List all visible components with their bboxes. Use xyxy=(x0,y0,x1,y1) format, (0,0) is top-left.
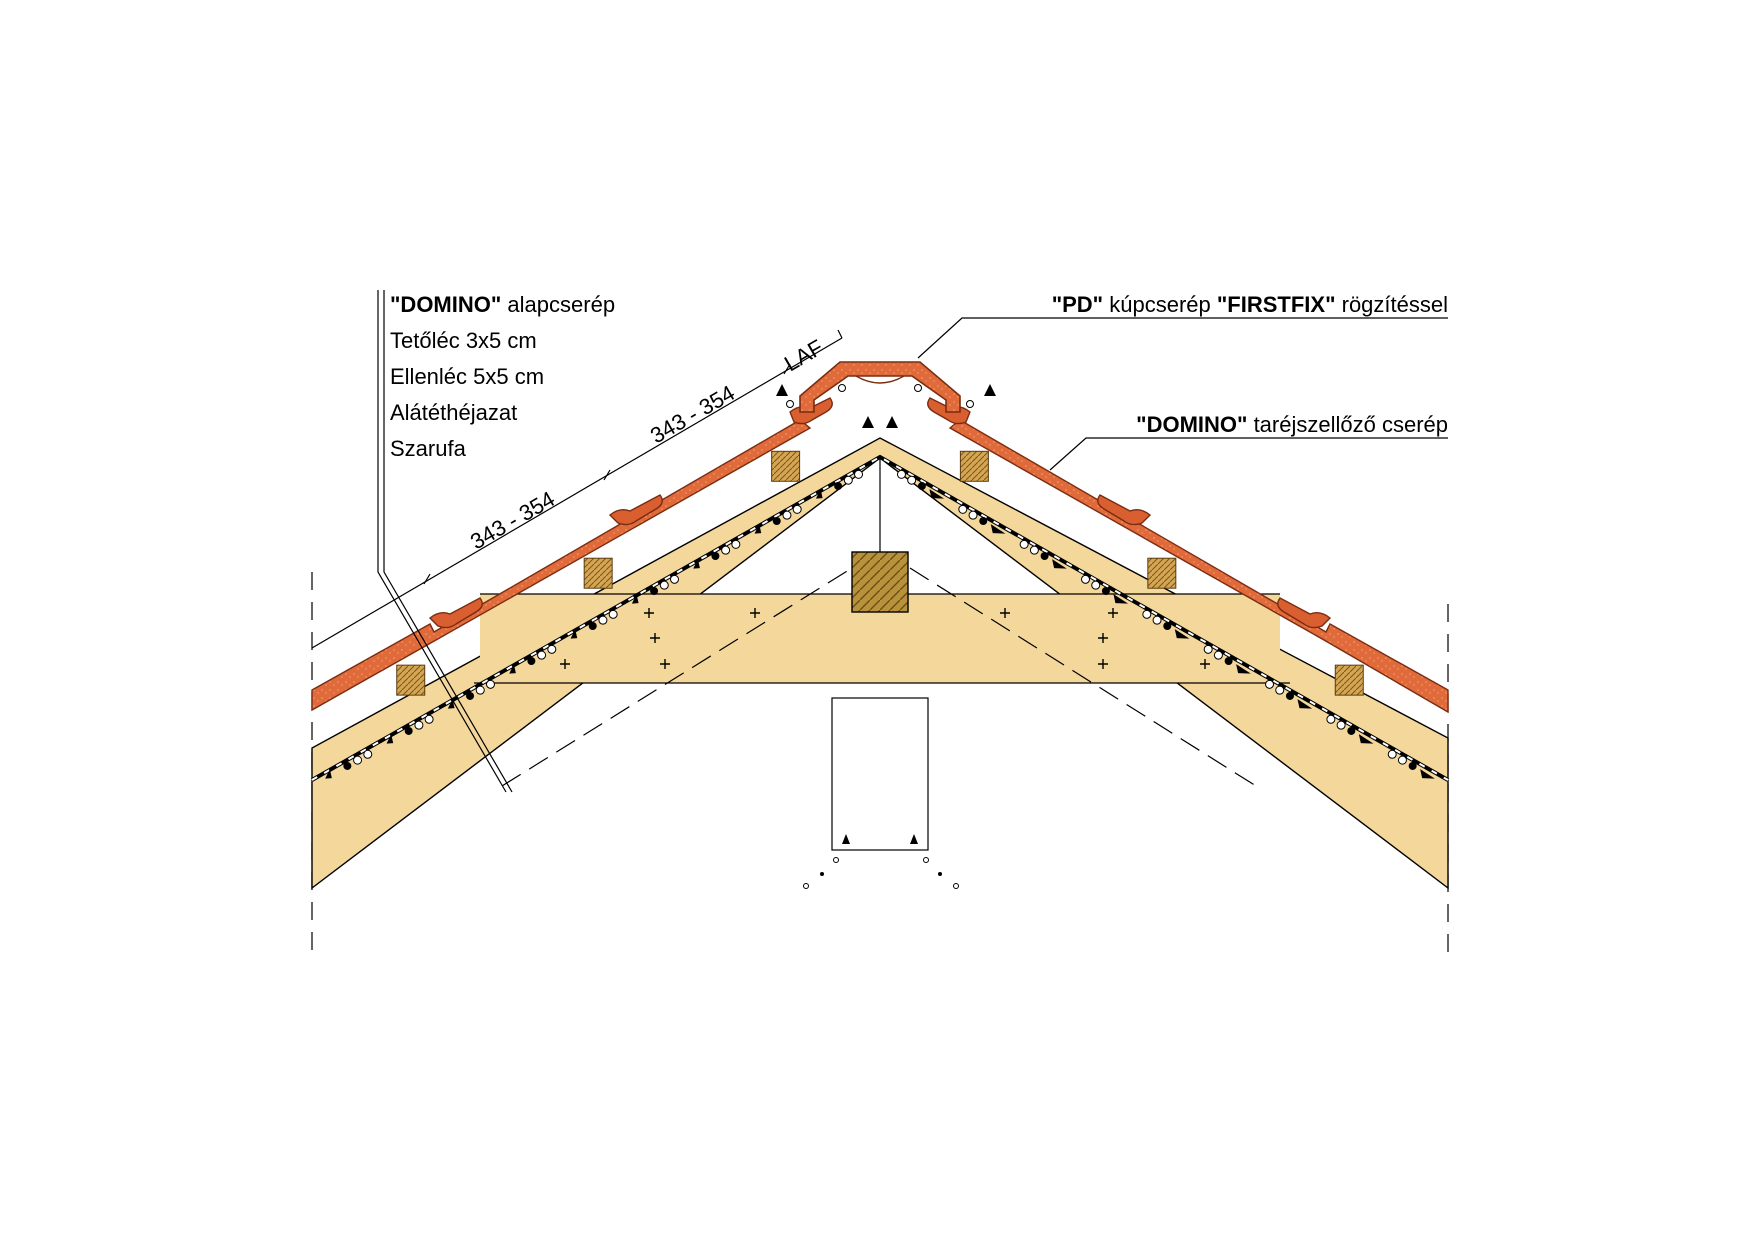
king-post xyxy=(803,697,959,889)
dimension-upper: 343 - 354 xyxy=(646,380,739,448)
dimension-lower: 343 - 354 xyxy=(466,486,559,554)
leader-lines xyxy=(377,290,1448,793)
tiles-right xyxy=(927,397,1449,714)
timber-truss xyxy=(311,437,1449,890)
ridge-cap-tile xyxy=(799,361,961,413)
nail-marks xyxy=(560,608,1210,669)
ridge-beam xyxy=(851,551,909,613)
ventilation-markers xyxy=(325,469,1435,779)
label-vent-tile: "DOMINO" taréjszellőző cserép xyxy=(1136,412,1448,437)
label-tetolec: Tetőléc 3x5 cm xyxy=(390,328,537,353)
label-ridge-tile: "PD" kúpcserép "FIRSTFIX" rögzítéssel xyxy=(1052,292,1448,317)
battens xyxy=(396,450,1364,696)
labels-left: "DOMINO" alapcserép Tetőléc 3x5 cm Ellen… xyxy=(390,292,615,461)
svg-text:"DOMINO" alapcserép: "DOMINO" alapcserép xyxy=(390,292,615,317)
label-ellenlec: Ellenléc 5x5 cm xyxy=(390,364,544,389)
ridge-markers xyxy=(776,384,996,428)
label-alatethejazat: Alátéthéjazat xyxy=(390,400,517,425)
label-szarufa: Szarufa xyxy=(390,436,467,461)
dimension-line xyxy=(311,329,843,649)
underlay-membrane xyxy=(311,454,1449,782)
